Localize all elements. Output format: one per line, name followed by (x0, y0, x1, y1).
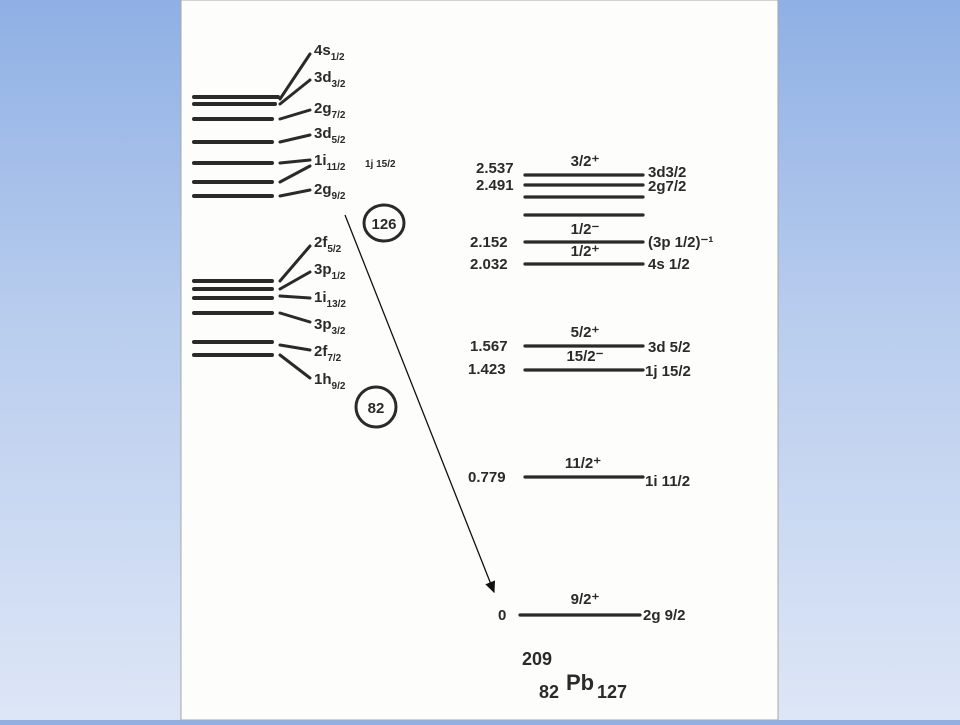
shell-connector (278, 52, 312, 101)
level-configuration: (3p 1/2)⁻¹ (648, 234, 713, 251)
level-energy: 2.537 (476, 160, 514, 177)
level-configuration: 2g7/2 (648, 178, 686, 195)
magic-126-label: 126 (371, 216, 396, 233)
transition-arrow (344, 214, 496, 594)
level-spin-parity: 1/2⁺ (571, 243, 600, 260)
element-symbol: Pb (566, 670, 594, 695)
level-energy: 1.567 (470, 338, 508, 355)
level-spin-parity: 11/2⁺ (565, 455, 601, 472)
level-energy: 0.779 (468, 469, 506, 486)
level-configuration: 1j 15/2 (645, 363, 691, 380)
level-configuration: 3d 5/2 (648, 339, 691, 356)
magic-82-label: 82 (368, 400, 385, 417)
level-configuration: 4s 1/2 (648, 256, 690, 273)
level-spin-parity: 5/2⁺ (571, 324, 600, 341)
level-energy: 1.423 (468, 361, 506, 378)
level-energy: 2.032 (470, 256, 508, 273)
pb209-levels: 2.537 3/2⁺ 3d3/2 2.491 2g7/2 2.152 1/2⁻ (3p 1/2… (468, 153, 713, 624)
atomic-number: 82 (539, 682, 559, 702)
level-spin-parity: 3/2⁺ (571, 153, 600, 170)
shell-connector (278, 188, 312, 198)
shell-connector (278, 294, 312, 300)
level-spin-parity: 9/2⁺ (571, 591, 600, 608)
level-energy: 2.152 (470, 234, 508, 251)
level-configuration: 3d3/2 (648, 164, 686, 181)
shell-connector (278, 343, 312, 352)
magic-126-circle: 126 (362, 203, 406, 243)
shell-connector (278, 164, 312, 184)
level-energy: 0 (498, 607, 506, 624)
nucleus-label: 209 82 Pb 127 (522, 649, 627, 702)
shell-connector (278, 270, 312, 291)
extra-annotation: 1j 15/2 (365, 159, 396, 170)
shell-connector (278, 311, 312, 324)
neutron-number: 127 (597, 682, 627, 702)
magic-82-circle: 82 (354, 385, 398, 429)
mass-number: 209 (522, 649, 552, 669)
shell-connector (278, 158, 312, 165)
shell-connector (278, 244, 312, 283)
paper-sheet (180, 0, 779, 721)
level-energy: 2.491 (476, 177, 514, 194)
shell-connector (278, 108, 312, 121)
level-spin-parity: 1/2⁻ (571, 221, 600, 238)
level-configuration: 2g 9/2 (643, 607, 686, 624)
shell-connector (278, 353, 312, 380)
level-configuration: 1i 11/2 (645, 473, 690, 490)
level-spin-parity: 15/2⁻ (566, 348, 603, 365)
shell-connector (278, 78, 312, 106)
shell-connector (278, 133, 312, 144)
